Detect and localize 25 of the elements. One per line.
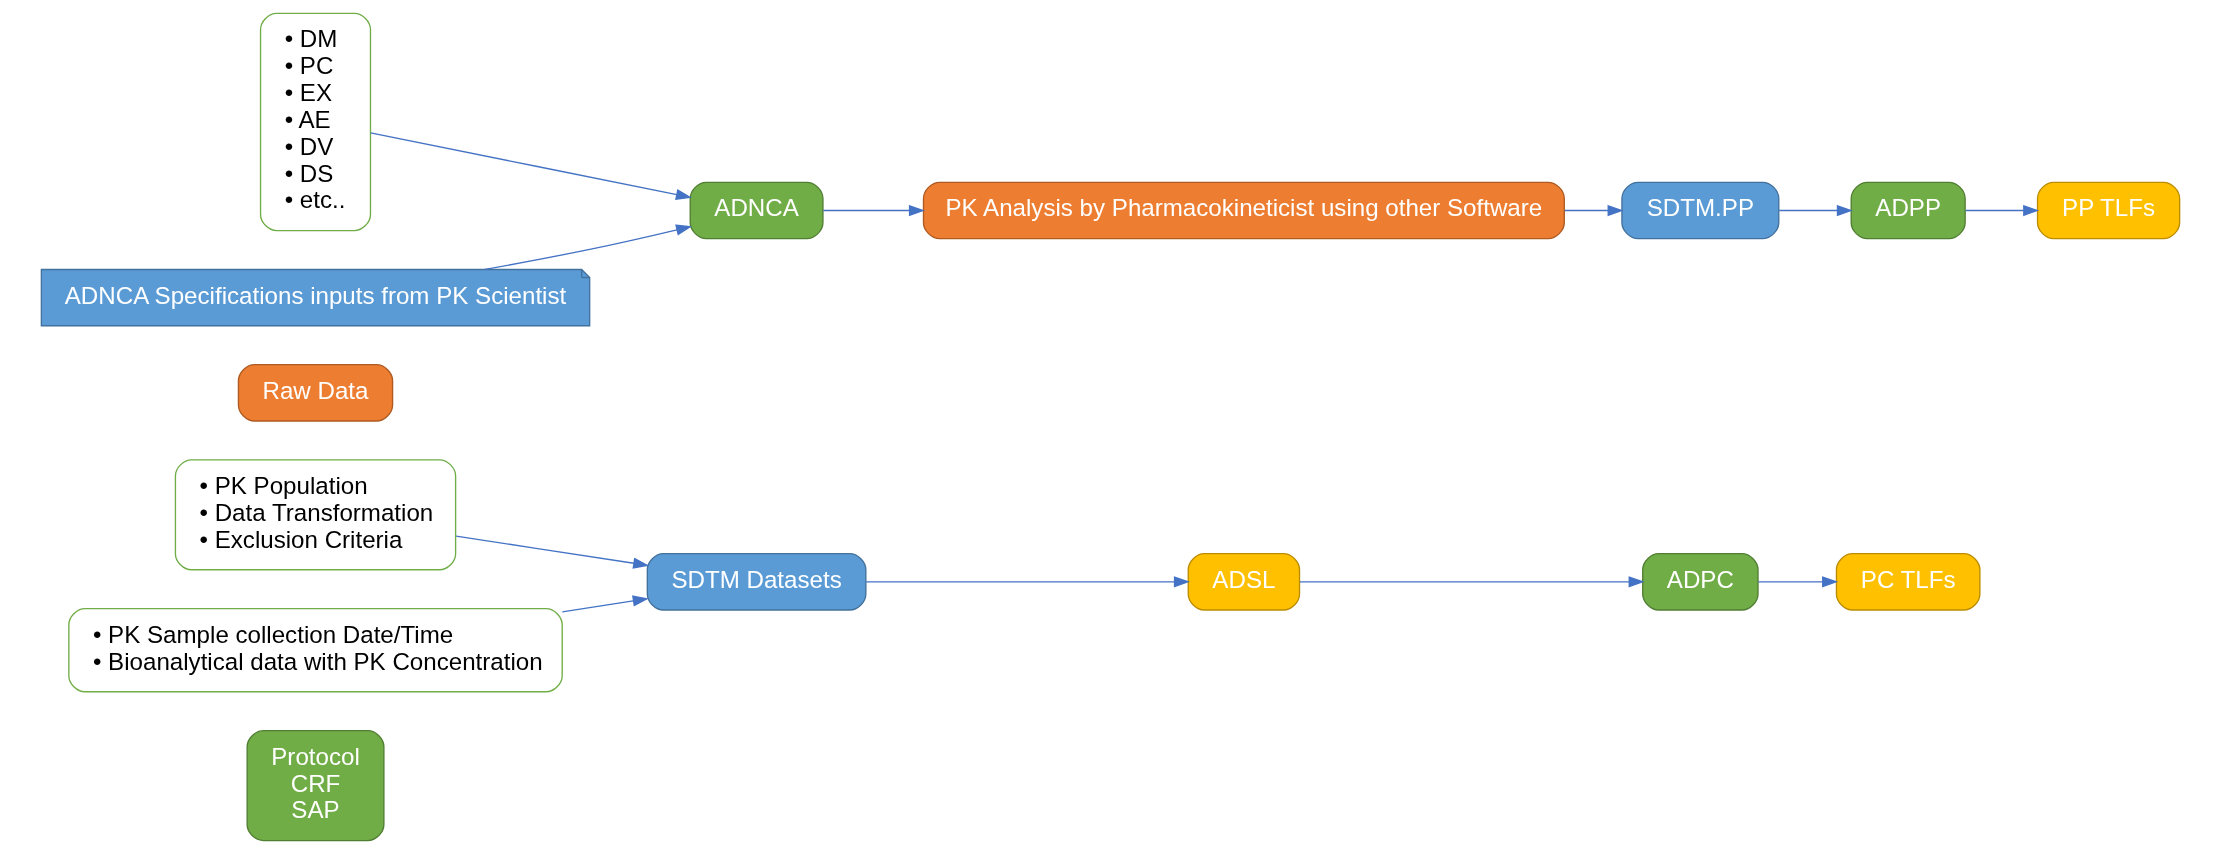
node-box: SDTM Datasets bbox=[646, 553, 867, 611]
arrow bbox=[822, 204, 925, 217]
node-box: Protocol CRF SAP bbox=[246, 730, 385, 842]
arrow bbox=[1757, 576, 1839, 588]
node-box: • DM • PC • EX • AE • DV • DS • etc.. bbox=[259, 12, 372, 232]
node-box: ADNCA bbox=[689, 181, 824, 240]
node-box: PC TLFs bbox=[1835, 553, 1981, 611]
arrow bbox=[865, 576, 1190, 588]
node-box: ADSL bbox=[1187, 553, 1301, 611]
arrow bbox=[1564, 204, 1624, 217]
node-box: • PK Sample collection Date/Time • Bioanalytical data with PK Concentration bbox=[68, 608, 563, 693]
arrow bbox=[455, 535, 650, 569]
node-box: PP TLFs bbox=[2036, 181, 2181, 240]
arrow bbox=[1299, 576, 1645, 588]
node-box: Raw Data bbox=[237, 364, 394, 422]
node-box: ADPP bbox=[1850, 181, 1966, 240]
arrow bbox=[1778, 204, 1853, 217]
node-box: ADPC bbox=[1642, 553, 1759, 611]
arrow bbox=[369, 132, 692, 201]
node-box: PK Analysis by Pharmacokineticist using other Software bbox=[922, 181, 1565, 240]
arrow bbox=[484, 224, 693, 271]
arrow bbox=[1964, 204, 2040, 217]
node-box: SDTM.PP bbox=[1621, 181, 1780, 240]
node-box: • PK Population • Data Transformation • Exclusion Criteria bbox=[174, 459, 457, 571]
arrow bbox=[561, 595, 649, 613]
